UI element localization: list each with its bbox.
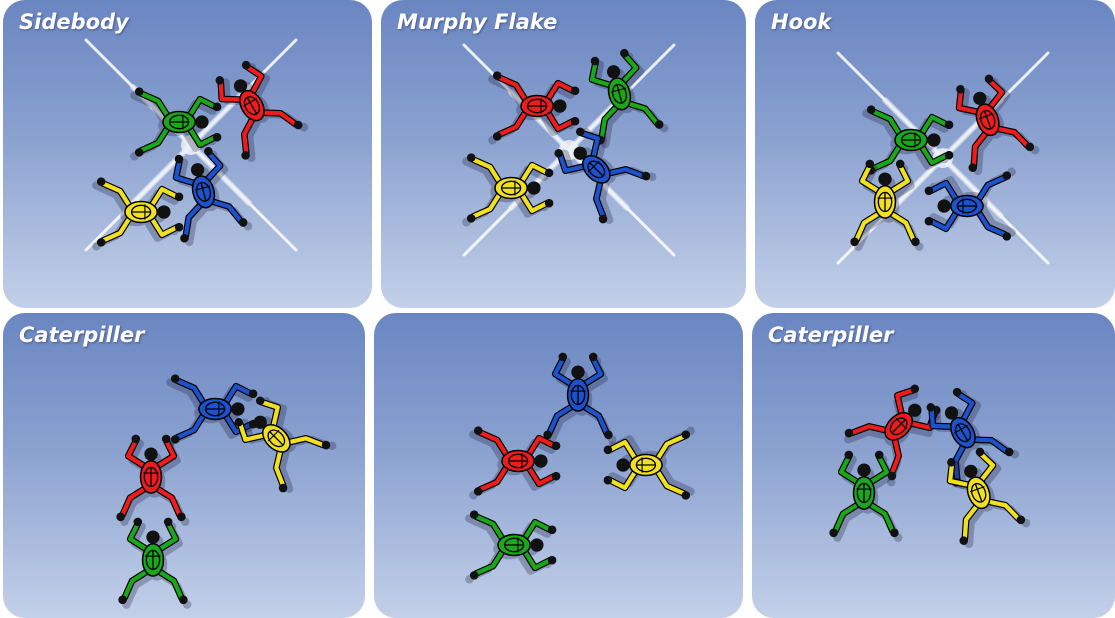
formation-panel-1: Sidebody — [3, 0, 372, 308]
formation-panel-2: Murphy Flake — [381, 0, 746, 308]
blue-jumper-icon — [926, 387, 1020, 489]
green-jumper-icon — [829, 450, 903, 542]
yellow-jumper-icon — [603, 426, 695, 500]
yellow-jumper-icon — [92, 177, 184, 251]
blue-jumper-icon — [166, 374, 258, 448]
red-jumper-icon — [488, 71, 580, 145]
formation-title: Hook — [771, 10, 832, 34]
yellow-jumper-icon — [234, 396, 337, 493]
blue-jumper-icon — [554, 127, 657, 224]
formation-diagram — [836, 51, 1050, 265]
formation-diagram — [116, 374, 337, 609]
formation-panel-4: Caterpiller — [3, 313, 365, 618]
formation-title: Murphy Flake — [397, 10, 558, 34]
red-jumper-icon — [844, 384, 941, 487]
yellow-jumper-icon — [946, 447, 1031, 549]
green-jumper-icon — [465, 510, 557, 584]
yellow-jumper-icon — [850, 159, 924, 251]
formation-diagram — [829, 384, 1031, 549]
formation-diagram — [465, 352, 695, 584]
red-jumper-icon — [469, 426, 561, 500]
formation-title: Caterpiller — [768, 323, 894, 347]
formation-diagram — [462, 43, 676, 257]
formation-panel-3: Hook — [755, 0, 1115, 308]
yellow-jumper-icon — [462, 153, 554, 227]
blue-jumper-icon — [924, 167, 1016, 241]
green-jumper-icon — [118, 517, 192, 609]
blue-jumper-icon — [543, 352, 617, 444]
red-jumper-icon — [215, 60, 309, 162]
red-jumper-icon — [116, 434, 190, 526]
green-jumper-icon — [588, 48, 669, 149]
green-jumper-icon — [130, 87, 222, 161]
formation-panel-6: Caterpiller — [752, 313, 1115, 618]
formation-title: Sidebody — [19, 10, 129, 34]
green-jumper-icon — [862, 105, 954, 179]
formation-diagram — [84, 38, 309, 252]
red-jumper-icon — [955, 74, 1040, 176]
formation-panel-5 — [374, 313, 743, 618]
formation-title: Caterpiller — [19, 323, 145, 347]
blue-jumper-icon — [172, 146, 253, 247]
